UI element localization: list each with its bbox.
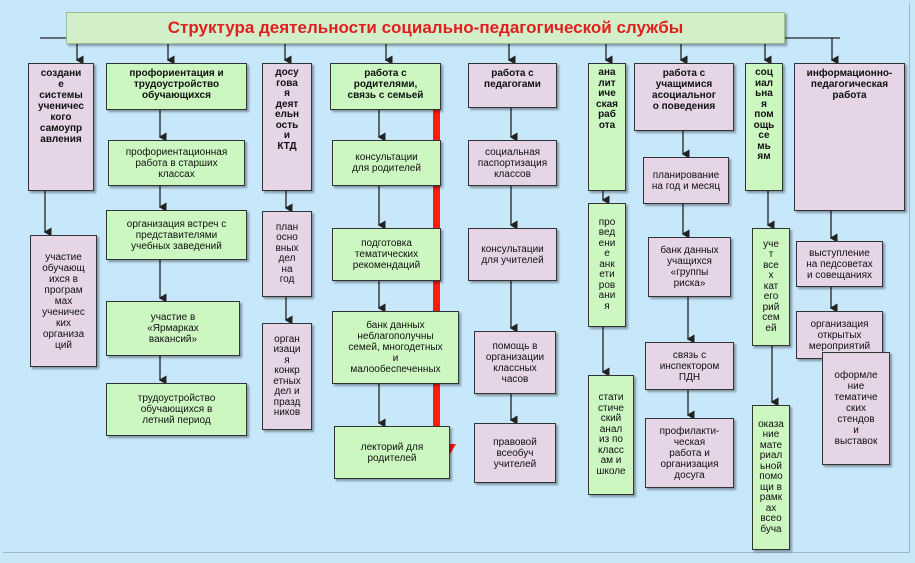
- item-family-database: банк данных неблагополучны семей, многод…: [332, 311, 459, 384]
- column-header-analytics: ана лит иче ская раб ота: [588, 63, 626, 191]
- item-class-passport: социальная паспортизация классов: [468, 140, 557, 186]
- item-risk-group-database: банк данных учащихся «группы риска»: [648, 237, 731, 297]
- item-inspector-link: связь с инспектором ПДН: [645, 342, 734, 390]
- item-thematic-stands: оформле ние тематиче ских стендов и выст…: [822, 352, 890, 465]
- column-header-social-help: соц иал ьна я пом ощь се мь ям: [745, 63, 783, 191]
- column-header-asocial-students: работа с учащимися асоциальног о поведен…: [634, 63, 734, 131]
- column-header-leisure: досу гова я деят ельн ость и КТД: [262, 63, 312, 191]
- item-meetings-institutions: организация встреч с представителями уче…: [106, 210, 247, 260]
- item-job-fairs: участие в «Ярмарках вакансий»: [106, 301, 240, 356]
- item-statistics: стати стиче ский анал из по класс ам и ш…: [588, 375, 634, 495]
- column-header-teachers: работа с педагогами: [468, 63, 557, 108]
- item-events-organization: орган изаци я конкр етных дел и празд ни…: [262, 323, 312, 430]
- item-parent-consultations: консультации для родителей: [332, 140, 441, 186]
- item-parent-lectures: лекторий для родителей: [334, 426, 450, 479]
- item-thematic-recommendations: подготовка тематических рекомендаций: [332, 228, 441, 281]
- column-header-student-self-government: создани е системы ученичес кого самоупр …: [28, 63, 94, 191]
- item-council-speeches: выступление на педсоветах и совещаниях: [796, 241, 883, 287]
- item-legal-education: правовой всеобуч учителей: [474, 423, 556, 483]
- column-header-parents: работа с родителями, связь с семьей: [330, 63, 441, 110]
- item-material-help: оказа ние мате риал ьной помо щи в рамк …: [752, 405, 790, 550]
- item-family-categories: уче т все х кат его рий сем ей: [752, 228, 790, 346]
- item-class-hours-help: помощь в организации классных часов: [474, 331, 556, 394]
- item-open-events: организация открытых мероприятий: [796, 311, 883, 359]
- column-header-info-pedagogy: информационно- педагогическая работа: [794, 63, 905, 211]
- item-yearly-planning: планирование на год и месяц: [643, 157, 729, 204]
- column-header-career-guidance: профориентация и трудоустройство обучающ…: [106, 63, 247, 110]
- item-student-organizations: участие обучающ ихся в програм мах учени…: [30, 235, 97, 367]
- item-prevention-work: профилакти- ческая работа и организация …: [645, 418, 734, 488]
- item-summer-employment: трудоустройство обучающихся в летний пер…: [106, 383, 247, 436]
- item-teacher-consultations: консультации для учителей: [468, 228, 557, 281]
- item-career-work: профориентационная работа в старших клас…: [108, 140, 245, 186]
- diagram-title: Структура деятельности социально-педагог…: [66, 12, 785, 44]
- item-annual-plan: план осно вных дел на год: [262, 211, 312, 297]
- item-surveys: про вед ени е анк ети ров ани я: [588, 203, 626, 327]
